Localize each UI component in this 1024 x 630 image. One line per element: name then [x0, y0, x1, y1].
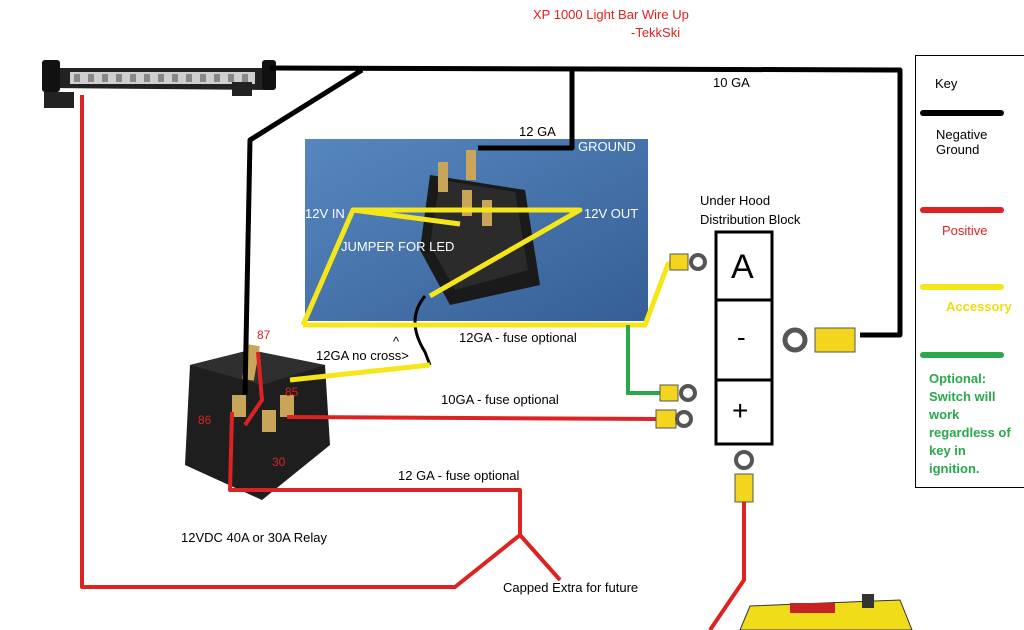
wire-negative-main [269, 65, 903, 338]
legend-line-positive [920, 207, 1004, 213]
wire-optional [626, 325, 662, 395]
relay-pin-85: 85 [285, 385, 299, 399]
legend-accessory: Accessory [946, 299, 1012, 314]
legend-line-accessory [920, 284, 1004, 290]
relay-pin-86: 86 [198, 413, 212, 427]
wire-accessory-switch [300, 207, 583, 326]
switch-label-out: 12V OUT [584, 206, 639, 221]
wire-negative-12ga [478, 70, 575, 151]
label-relay: 12VDC 40A or 30A Relay [181, 530, 327, 545]
label-distribution-block: Distribution Block [700, 212, 801, 227]
diagram-author: -TekkSki [631, 25, 681, 40]
label-12ga-fuse: 12GA - fuse optional [459, 330, 577, 345]
wire-positive-battery [708, 495, 746, 630]
terminals [655, 253, 856, 503]
diagram-title: XP 1000 Light Bar Wire Up [533, 7, 689, 22]
label-caret: ^ [393, 334, 400, 349]
wire-positive-bar [80, 95, 562, 589]
label-no-cross: 12GA no cross> [316, 348, 409, 363]
block-minus: - [737, 322, 746, 352]
label-12ga-top: 12 GA [519, 124, 556, 139]
legend-line-negative [920, 110, 1004, 116]
wire-positive-87 [243, 351, 264, 427]
block-plus: + [732, 395, 749, 426]
legend-negative: Negative Ground [936, 127, 988, 157]
led-light-bar [42, 60, 276, 108]
wire-accessory-relay [289, 362, 431, 383]
distribution-block [714, 230, 774, 446]
switch-label-jumper: JUMPER FOR LED [341, 239, 455, 254]
label-under-hood: Under Hood [700, 193, 771, 208]
legend-line-optional [920, 352, 1004, 358]
legend-positive: Positive [942, 223, 988, 238]
label-10ga-top: 10 GA [713, 75, 750, 90]
switch-label-ground: GROUND [578, 139, 636, 154]
switch-label-in: 12V IN [305, 206, 345, 221]
label-12ga-fuse-low: 12 GA - fuse optional [398, 468, 520, 483]
relay-pin-30: 30 [272, 455, 286, 469]
label-10ga-fuse: 10GA - fuse optional [441, 392, 559, 407]
wire-positive-10ga [286, 415, 657, 421]
relay-pin-87: 87 [257, 328, 271, 342]
relay [185, 344, 330, 500]
legend-key: Key Negative Ground Positive Accessory O… [915, 55, 1024, 488]
legend-optional: Optional: Switch will work regardless of… [929, 371, 1011, 476]
block-a: A [731, 248, 754, 286]
battery [739, 594, 913, 630]
legend-title: Key [935, 76, 958, 91]
label-capped-extra: Capped Extra for future [503, 580, 639, 595]
wire-negative-relay [242, 67, 364, 396]
